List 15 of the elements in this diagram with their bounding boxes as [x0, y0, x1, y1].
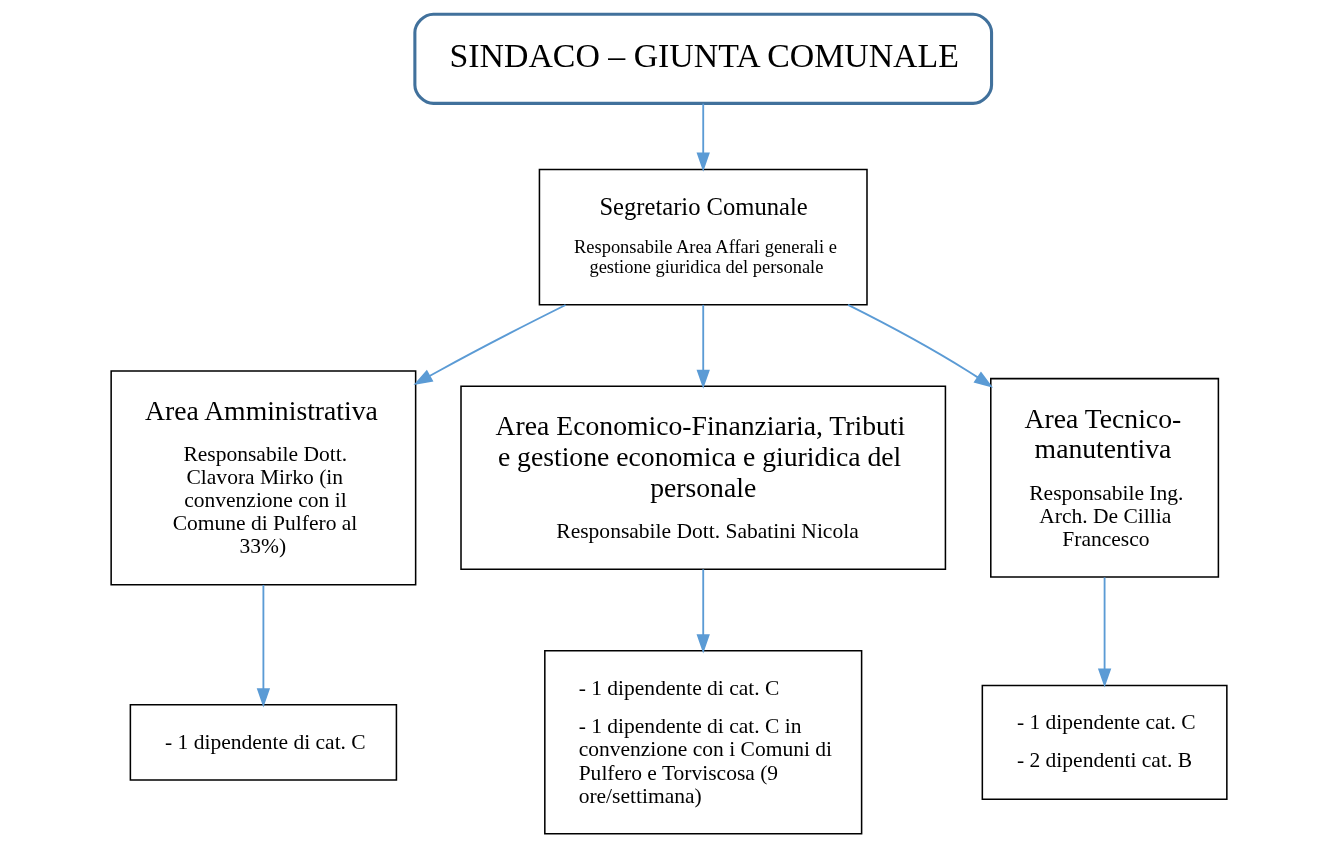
node-box: - 1 dipendente di cat. C — [129, 703, 397, 781]
node-box: Area Economico-Finanziaria, Tributi e gestione economica e giuridica del personale Responsabile Dott. Sabatini Nicola — [459, 385, 946, 571]
node-box: - 1 dipendente di cat. C - 1 dipendente di cat. C in convenzione con i Comuni di Pulfero e Torviscosa (9 ore/settimana) — [543, 650, 862, 835]
node-box: - 1 dipendente cat. C - 2 dipendenti cat. B — [981, 684, 1228, 800]
arrow — [413, 304, 566, 386]
arrow — [846, 303, 993, 388]
node-box: Area Tecnico-manutentiva Responsabile Ing. Arch. De Cillia Francesco — [989, 377, 1219, 578]
node-box: Area Amministrativa Responsabile Dott. Clavora Mirko (in convenzione con il Comune di Pulfero al 33%) — [109, 370, 416, 586]
node-box: SINDACO – GIUNTA COMUNALE — [412, 12, 993, 105]
arrow — [696, 303, 710, 389]
arrow — [696, 568, 710, 654]
arrow — [1097, 576, 1111, 688]
node-box: Segretario Comunale Responsabile Area Affari generali e gestione giuridica del personale — [538, 168, 868, 306]
arrow — [696, 102, 710, 172]
arrow — [256, 584, 270, 708]
